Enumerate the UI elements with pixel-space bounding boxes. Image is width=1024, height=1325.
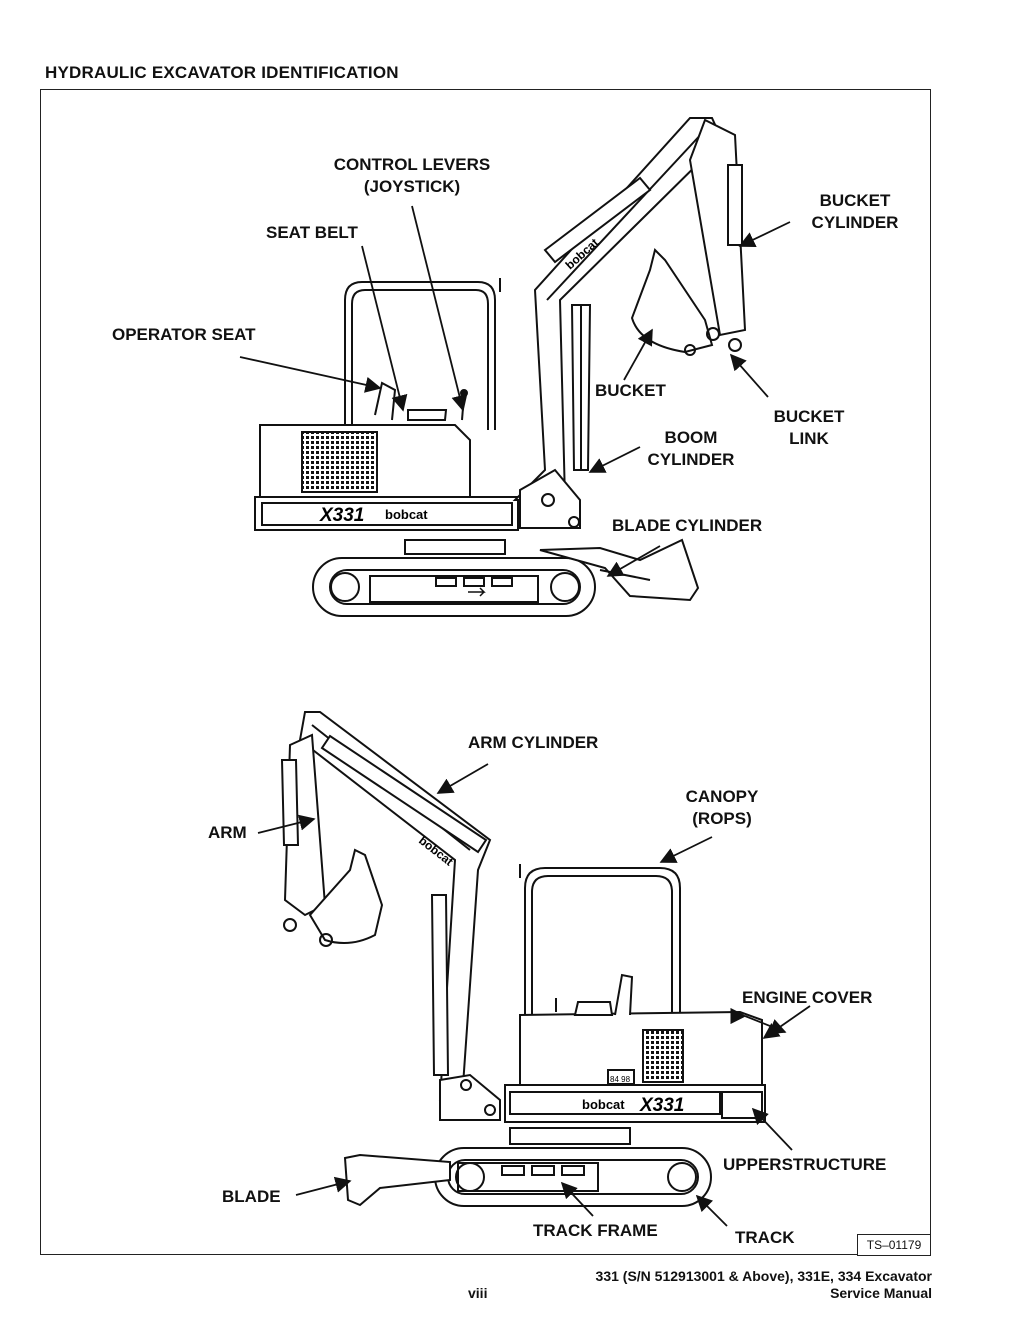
label-canopy-line2: (ROPS) (692, 809, 752, 828)
bottom-engine-cover (519, 1010, 763, 1086)
bottom-brand-decal: bobcat (582, 1097, 625, 1112)
label-bucket-link: BUCKET LINK (762, 406, 856, 450)
arrow-track-frame (560, 1181, 594, 1217)
label-blade: BLADE (222, 1187, 281, 1206)
bottom-canopy (524, 867, 681, 1015)
footer-line2: Service Manual (830, 1285, 932, 1301)
bottom-bucket (308, 848, 384, 945)
label-canopy-line1: CANOPY (685, 787, 759, 806)
footer-line1: 331 (S/N 512913001 & Above), 331E, 334 E… (595, 1268, 932, 1284)
arrow-arm-cylinder (436, 763, 489, 794)
label-upperstructure: UPPERSTRUCTURE (723, 1155, 887, 1174)
label-bucket-cylinder: BUCKET CYLINDER (798, 190, 912, 234)
label-control-levers-line1: CONTROL LEVERS (333, 155, 491, 174)
label-operator-seat: OPERATOR SEAT (112, 325, 256, 344)
label-arm: ARM (208, 823, 247, 842)
arrow-canopy (659, 836, 713, 863)
arrow-control-levers (411, 205, 468, 412)
figure-frame (40, 89, 931, 1255)
page-title: HYDRAULIC EXCAVATOR IDENTIFICATION (45, 63, 399, 82)
label-bucket-cylinder-line1: BUCKET (819, 191, 891, 210)
top-engine-grille (301, 431, 378, 493)
arrow-operator-seat (239, 356, 382, 393)
arrow-upperstructure (751, 1107, 793, 1151)
arrow-arm (257, 814, 316, 834)
label-control-levers-line2: (JOYSTICK) (363, 177, 461, 196)
label-track: TRACK (735, 1228, 795, 1247)
label-track-frame: TRACK FRAME (533, 1221, 658, 1240)
arrow-boom-cylinder (588, 446, 641, 473)
bottom-model-decal: X331 (639, 1095, 684, 1116)
arrow-bucket (623, 328, 653, 381)
arrow-blade-cylinder (606, 545, 661, 577)
label-boom-cylinder-line1: BOOM (664, 428, 718, 447)
arrow-seat-belt (361, 245, 408, 412)
label-bucket-link-line1: BUCKET (773, 407, 845, 426)
label-control-levers: CONTROL LEVERS (JOYSTICK) (318, 154, 506, 198)
label-bucket: BUCKET (595, 381, 666, 400)
bottom-cab-decal: 84 98 (610, 1075, 631, 1084)
arrow-blade (295, 1176, 352, 1196)
leader-lines (239, 205, 793, 1227)
bottom-blade (343, 1153, 451, 1207)
label-seat-belt: SEAT BELT (266, 223, 358, 242)
label-boom-cylinder-line2: CYLINDER (647, 450, 735, 469)
arrow-track (695, 1194, 728, 1227)
label-blade-cylinder: BLADE CYLINDER (612, 516, 763, 535)
label-engine-cover: ENGINE COVER (742, 988, 873, 1007)
label-canopy: CANOPY (ROPS) (672, 786, 772, 830)
label-arm-cylinder: ARM CYLINDER (468, 733, 599, 752)
top-excavator (254, 117, 747, 617)
footer-manual-title: 331 (S/N 512913001 & Above), 331E, 334 E… (596, 1268, 932, 1302)
arrow-bucket-cylinder (738, 221, 791, 247)
label-bucket-link-line2: LINK (789, 429, 829, 448)
top-brand-decal: bobcat (385, 507, 428, 522)
arrow-bucket-link (729, 353, 769, 398)
top-canopy (344, 281, 496, 430)
arrow-engine-cover-main (762, 1005, 811, 1039)
bottom-engine-grille (642, 1029, 684, 1083)
top-model-decal: X331 (319, 505, 364, 526)
figure-id: TS–01179 (857, 1234, 931, 1256)
bottom-excavator (280, 711, 766, 1207)
label-bucket-cylinder-line2: CYLINDER (811, 213, 899, 232)
page-number: viii (468, 1285, 488, 1301)
top-bucket (630, 248, 714, 354)
label-boom-cylinder: BOOM CYLINDER (636, 427, 746, 471)
